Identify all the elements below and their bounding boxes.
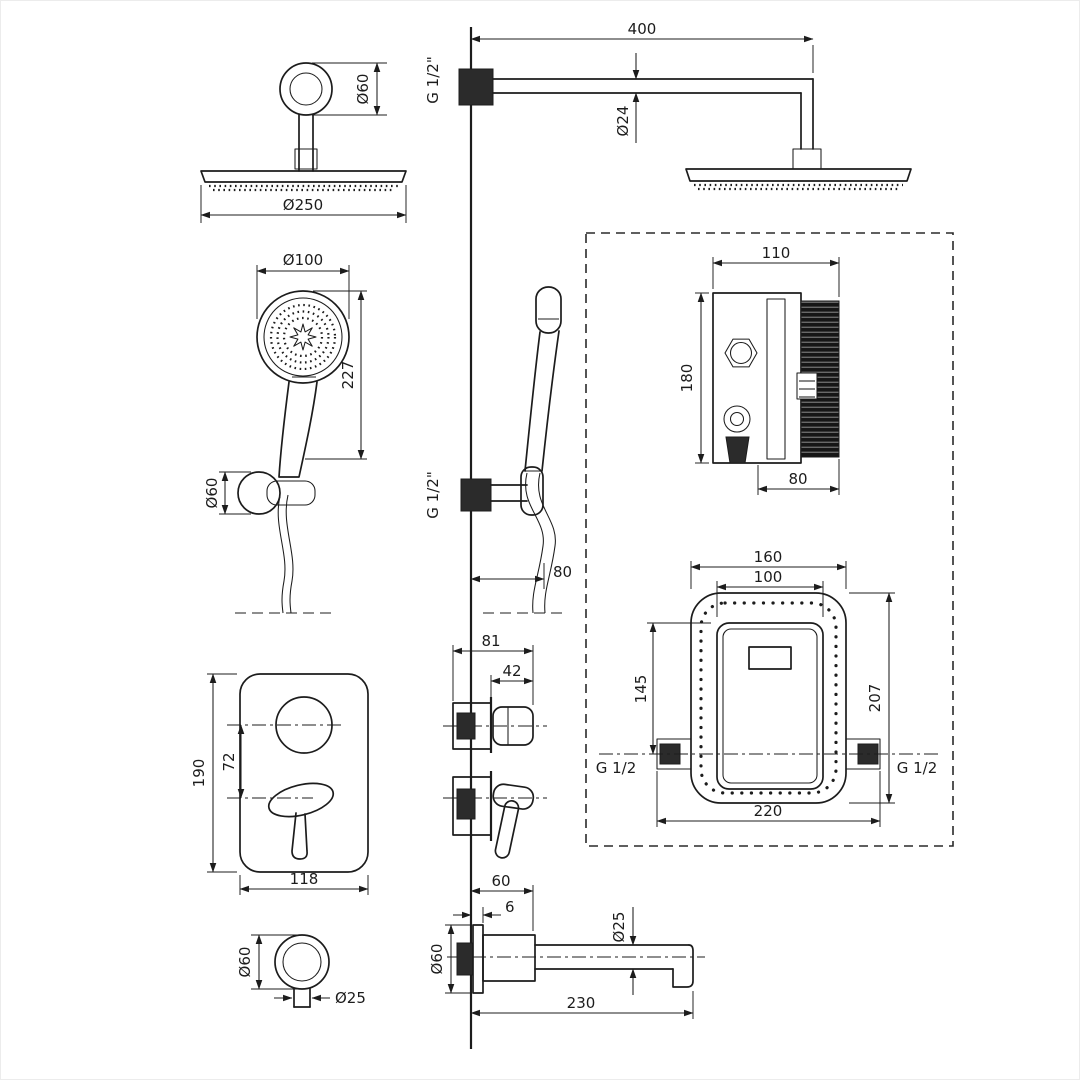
handshower-head-side — [535, 286, 562, 334]
arm-connector-nut — [792, 148, 822, 170]
dim-box-inner-width: 100 — [754, 568, 783, 586]
mixer-lever-side-hub — [492, 783, 535, 810]
handshower-side-view: G 1/2" 80 — [424, 286, 572, 614]
mixer-box-front-view: G 1/2 G 1/2 160 100 145 207 — [596, 548, 939, 827]
dim-box-outer-height-lines — [849, 592, 895, 804]
dim-mixer-knob-depth-lines — [490, 675, 534, 701]
spout-body — [482, 934, 536, 982]
arm-head-plate — [685, 168, 912, 182]
label-box-thread-left: G 1/2 — [596, 759, 637, 777]
overhead-head-plate — [200, 170, 407, 183]
wall-elbow-view: Ø60 Ø25 — [236, 934, 366, 1008]
trim-plate — [239, 673, 369, 873]
handshower-front-view: Ø100 227 Ø60 — [203, 251, 367, 614]
dim-handshower-head-diameter-lines — [256, 265, 350, 319]
elbow-flange — [274, 934, 330, 990]
dim-valve-top-depth-lines — [757, 459, 840, 495]
dim-spout-length-lines — [470, 991, 694, 1019]
dim-spout-wall-offset-lines — [470, 885, 534, 931]
dim-spout-flange-diameter-lines — [445, 924, 471, 994]
label-holder-thread: G 1/2" — [424, 471, 442, 518]
dim-elbow-outlet-diameter: Ø25 — [335, 989, 366, 1007]
dim-box-tab-span-lines — [656, 771, 881, 827]
mixer-lever — [267, 782, 335, 818]
dim-spout-length: 230 — [567, 994, 596, 1012]
spray-selector-star — [289, 323, 317, 351]
spout-inwall-block — [456, 942, 474, 976]
shower-arm-front-view: 400 G 1/2" Ø24 — [424, 20, 912, 191]
dim-mixer-depth-lines — [452, 645, 534, 705]
dim-spout-wall-offset: 60 — [491, 872, 510, 890]
dim-trim-width: 118 — [290, 870, 319, 888]
arm-wall-flange — [458, 68, 494, 106]
dim-handshower-length-lines — [305, 290, 367, 460]
handshower-head — [256, 290, 350, 384]
dim-valve-top-height: 180 — [678, 364, 696, 393]
trim-plate-front-view: 190 72 118 — [190, 673, 369, 895]
mixer-lever-side-stem — [494, 799, 520, 859]
dim-mixer-depth: 81 — [481, 632, 500, 650]
dim-mixer-knob-depth: 42 — [502, 662, 521, 680]
dim-spout-flange-diameter: Ø60 — [428, 944, 446, 975]
handshower-handle — [278, 381, 318, 478]
dim-trim-width-lines — [239, 875, 369, 895]
dim-valve-top-width-lines — [712, 257, 840, 297]
dim-valve-top-height-lines — [695, 292, 709, 464]
dim-holder-diameter-lines — [219, 471, 251, 515]
dim-overhead-head-diameter: Ø250 — [283, 196, 323, 214]
holder-bracket — [266, 480, 316, 506]
box-screw-holes — [699, 601, 838, 795]
spout-tip — [672, 944, 694, 988]
box-inner — [716, 622, 824, 790]
dim-handshower-length: 227 — [339, 361, 357, 390]
dim-holder-hose-offset-lines — [470, 563, 545, 589]
dim-overhead-mount-diameter: Ø60 — [354, 74, 372, 105]
dim-box-tab-span: 220 — [754, 802, 783, 820]
dim-arm-length: 400 — [628, 20, 657, 38]
holder-wall-flange — [460, 478, 492, 512]
dim-box-inner-width-lines — [716, 581, 824, 617]
concealed-valve-detail-box — [585, 232, 954, 847]
dim-arm-diameter: Ø24 — [614, 106, 632, 137]
dim-elbow-diameter: Ø60 — [236, 947, 254, 978]
dim-overhead-head-diameter-lines — [200, 185, 407, 223]
diverter-knob-side — [492, 706, 534, 746]
valve-top-view: 110 180 80 — [678, 244, 840, 495]
dim-elbow-diameter-lines — [251, 934, 297, 990]
dim-spout-flange-gap: 6 — [505, 898, 515, 916]
label-box-thread-right: G 1/2 — [897, 759, 938, 777]
bath-spout-side-view: 60 6 Ø60 Ø25 230 — [428, 872, 705, 1019]
dim-spout-tube-diameter: Ø25 — [610, 912, 628, 943]
dim-spout-flange-gap-lines — [453, 907, 501, 923]
dim-trim-handle-offset: 72 — [220, 752, 238, 771]
ceiling-mount-ring — [279, 62, 333, 116]
dim-holder-hose-offset: 80 — [553, 563, 572, 581]
dim-arm-length-lines — [470, 35, 814, 73]
valve-lower-nut — [725, 436, 750, 464]
dim-box-inner-height: 145 — [632, 675, 650, 704]
overhead-shower-side-view: Ø60 Ø250 — [200, 62, 407, 223]
dim-overhead-mount-diameter-lines — [312, 62, 387, 116]
box-display-window — [748, 646, 792, 670]
dim-valve-top-width: 110 — [762, 244, 791, 262]
dim-box-outer-width: 160 — [754, 548, 783, 566]
dim-box-outer-width-lines — [690, 561, 847, 589]
label-arm-thread: G 1/2" — [424, 56, 442, 103]
dim-holder-diameter: Ø60 — [203, 478, 221, 509]
dim-valve-top-depth: 80 — [788, 470, 807, 488]
dim-trim-height: 190 — [190, 759, 208, 788]
box-outer — [690, 592, 847, 804]
mixer-lever-stem — [291, 812, 308, 860]
spout-flange — [472, 924, 484, 994]
dim-trim-height-lines — [207, 673, 237, 873]
dim-handshower-head-diameter: Ø100 — [283, 251, 323, 269]
dim-box-inner-height-lines — [647, 622, 711, 755]
valve-hex-nut — [724, 338, 758, 368]
holder-cup — [520, 466, 544, 516]
mixer-side-view: 81 42 — [443, 632, 547, 859]
dim-box-outer-height: 207 — [866, 684, 884, 713]
holder-ring — [237, 471, 281, 515]
